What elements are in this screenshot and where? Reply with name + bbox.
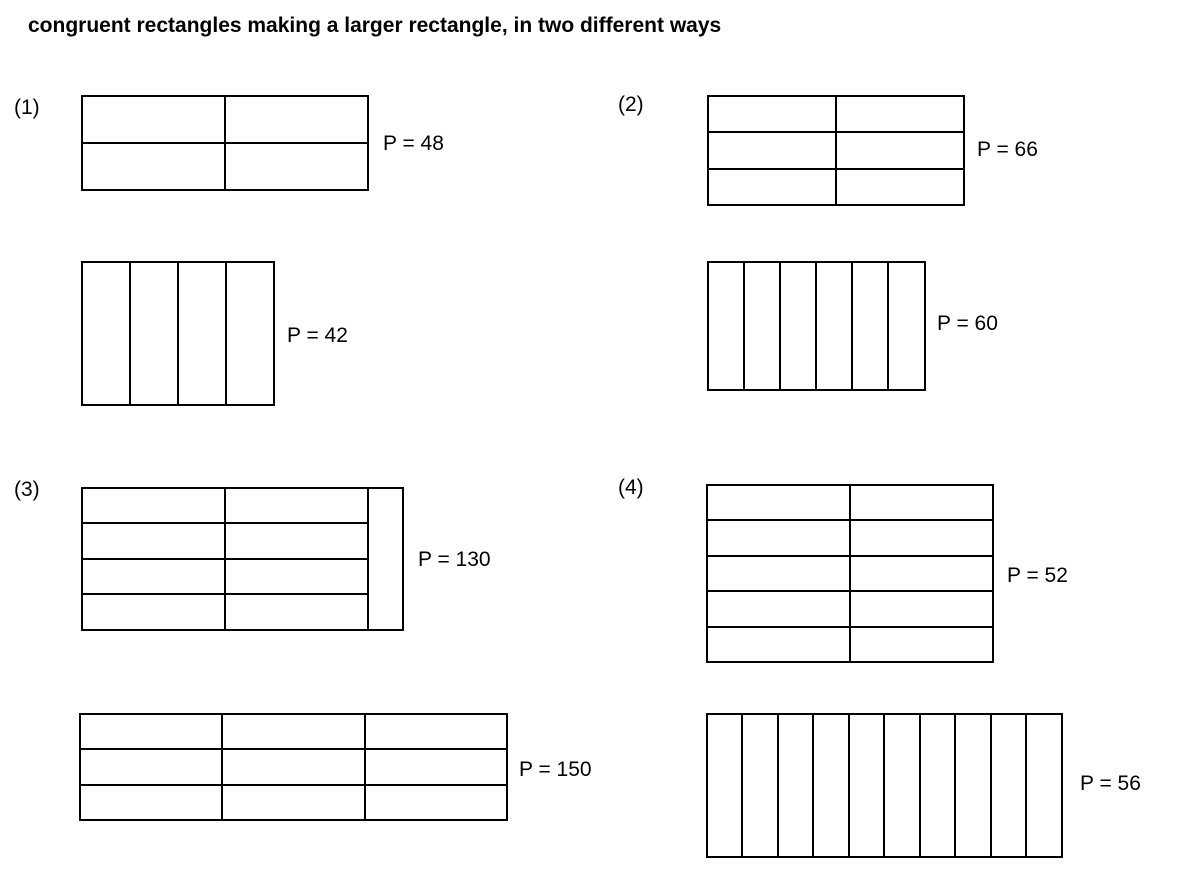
perimeter-label-3a: P = 130 xyxy=(418,548,491,571)
arrangement-4a xyxy=(706,484,994,663)
arrangement-4b xyxy=(706,713,1063,858)
arrangement-3b xyxy=(79,713,508,821)
perimeter-label-4a: P = 52 xyxy=(1007,564,1068,587)
problem-label-4: (4) xyxy=(618,476,644,499)
perimeter-label-3b: P = 150 xyxy=(519,758,592,781)
arrangement-1b xyxy=(81,261,275,406)
perimeter-label-4b: P = 56 xyxy=(1080,772,1141,795)
perimeter-label-1b: P = 42 xyxy=(287,324,348,347)
arrangement-1a xyxy=(81,95,369,191)
perimeter-label-2b: P = 60 xyxy=(937,312,998,335)
problem-label-2: (2) xyxy=(618,93,644,116)
arrangement-2a xyxy=(707,95,965,206)
problem-label-1: (1) xyxy=(14,96,40,119)
arrangement-2b xyxy=(707,261,926,391)
perimeter-label-1a: P = 48 xyxy=(383,132,444,155)
problem-label-3: (3) xyxy=(14,478,40,501)
page-title: congruent rectangles making a larger rec… xyxy=(28,14,721,37)
arrangement-3a xyxy=(81,487,404,631)
perimeter-label-2a: P = 66 xyxy=(977,138,1038,161)
